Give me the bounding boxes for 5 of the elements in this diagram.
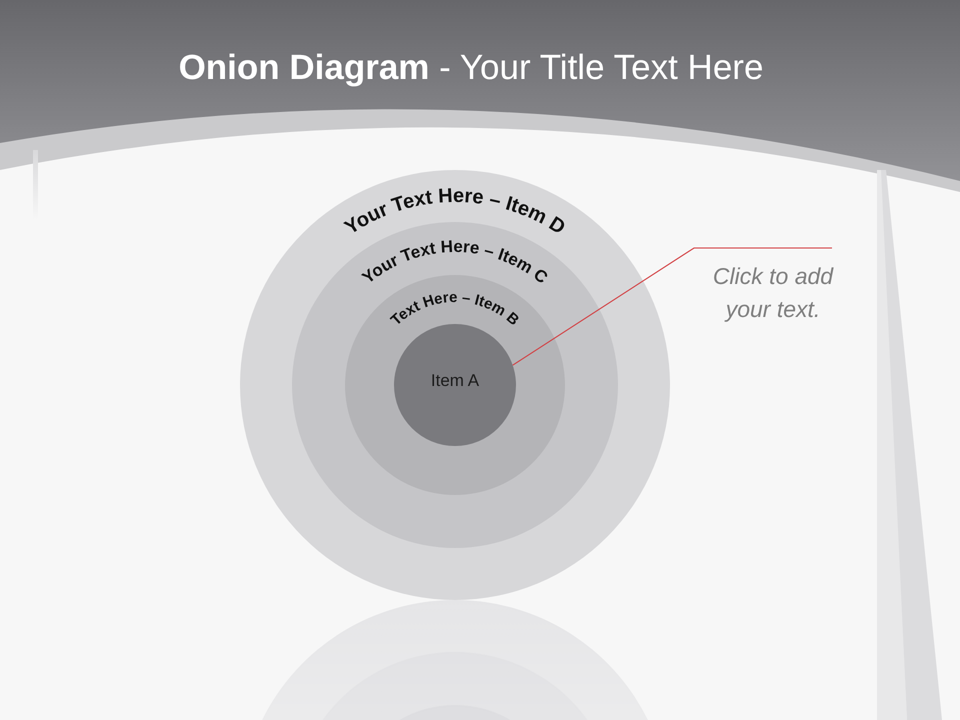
ring-label: Your Text Here – Item D — [341, 184, 569, 239]
circle-label: Item A — [430, 371, 480, 391]
slide-title: Onion Diagram - Your Title Text Here — [178, 47, 764, 88]
leader-line — [512, 247, 832, 366]
callout-text: Click to add your text. — [696, 248, 850, 326]
